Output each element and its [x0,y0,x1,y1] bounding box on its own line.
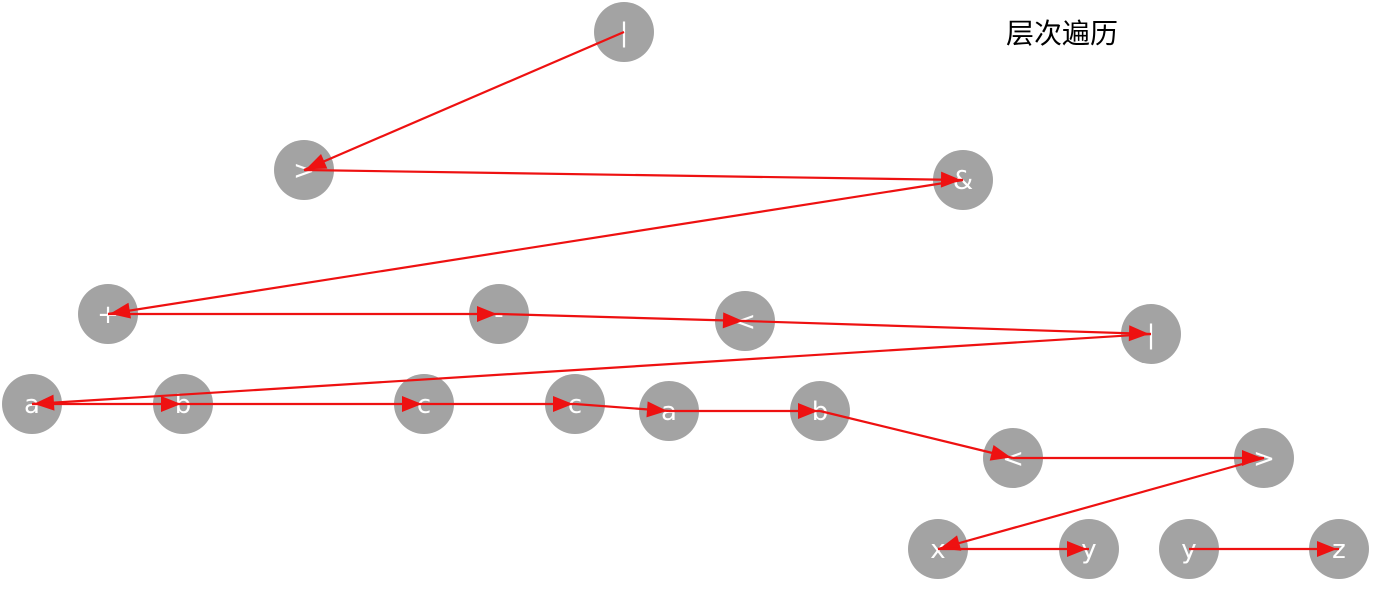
arrowhead-n12-n13 [798,403,818,419]
node-circle [594,2,654,62]
arrowhead-n16-n17 [1067,541,1087,557]
arrowhead-n11-n12 [646,401,668,418]
edge-n2-n3 [303,168,964,182]
arrowhead-n13-n14 [989,445,1012,461]
arrowhead-n6-n7 [1128,325,1150,342]
edge-n13-n14 [819,409,1014,460]
arrowhead-n7-n8 [33,394,55,411]
arrowhead-n4-n5 [477,306,497,322]
node-n1: | [594,2,654,62]
edge-n7-n8 [31,332,1152,406]
diagram-title: 层次遍历 [1006,17,1119,50]
arrowhead-n15-n16 [939,535,962,551]
edges-layer [31,30,1339,557]
edge-n3-n4 [107,178,964,316]
arrowhead-n18-n19 [1317,541,1337,557]
arrowhead-n5-n6 [722,312,744,329]
arrowhead-n8-n9 [161,396,181,412]
edge-n5-n6 [498,312,746,323]
edge-n15-n16 [937,456,1265,551]
edge-n6-n7 [744,319,1152,336]
edge-n1-n2 [303,30,625,172]
arrowhead-n9-n10 [402,396,422,412]
arrowhead-n1-n2 [305,153,328,170]
arrowhead-n10-n11 [553,396,573,412]
